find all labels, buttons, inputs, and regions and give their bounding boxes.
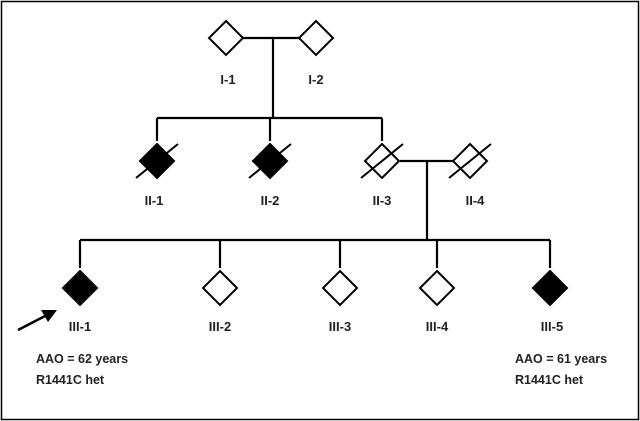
- label-III4: III-4: [426, 319, 449, 334]
- label-III3: III-3: [329, 319, 351, 334]
- individual-II3: [360, 142, 404, 180]
- slash-icon: [448, 143, 492, 179]
- individual-I1: [207, 19, 245, 57]
- individual-III5: [531, 269, 569, 307]
- slash-icon: [360, 143, 404, 179]
- unaffected-diamond: [418, 269, 456, 307]
- label-III2: III-2: [209, 319, 231, 334]
- note-III1-genotype: R1441C het: [36, 373, 105, 387]
- note-III1-aao: AAO = 62 years: [36, 352, 128, 366]
- labels-layer: I-1 I-2 II-1 II-2 II-3 II-4 III-1 III-2 …: [69, 72, 563, 334]
- note-III5-aao: AAO = 61 years: [515, 352, 607, 366]
- unaffected-diamond: [207, 19, 245, 57]
- affected-diamond: [531, 269, 569, 307]
- individuals-layer: [61, 19, 569, 307]
- label-II3: II-3: [373, 193, 392, 208]
- slash-icon: [248, 143, 292, 179]
- label-I2: I-2: [308, 72, 323, 87]
- unaffected-diamond: [297, 19, 335, 57]
- individual-III2: [201, 269, 239, 307]
- individual-III1: [61, 269, 99, 307]
- label-II1: II-1: [145, 193, 164, 208]
- individual-III4: [418, 269, 456, 307]
- arrow-icon: [17, 310, 57, 332]
- notes-layer: AAO = 62 years R1441C het AAO = 61 years…: [36, 352, 607, 387]
- label-III1: III-1: [69, 319, 91, 334]
- affected-diamond: [61, 269, 99, 307]
- label-I1: I-1: [220, 72, 235, 87]
- pedigree-lines: [78, 36, 552, 268]
- individual-II1: [135, 142, 179, 180]
- individual-II2: [248, 142, 292, 180]
- label-III5: III-5: [541, 319, 563, 334]
- unaffected-diamond: [201, 269, 239, 307]
- individual-III3: [321, 269, 359, 307]
- label-II2: II-2: [261, 193, 280, 208]
- slash-icon: [135, 143, 179, 179]
- individual-I2: [297, 19, 335, 57]
- note-III5-genotype: R1441C het: [515, 373, 584, 387]
- unaffected-diamond: [321, 269, 359, 307]
- individual-II4: [448, 142, 492, 180]
- label-II4: II-4: [466, 193, 486, 208]
